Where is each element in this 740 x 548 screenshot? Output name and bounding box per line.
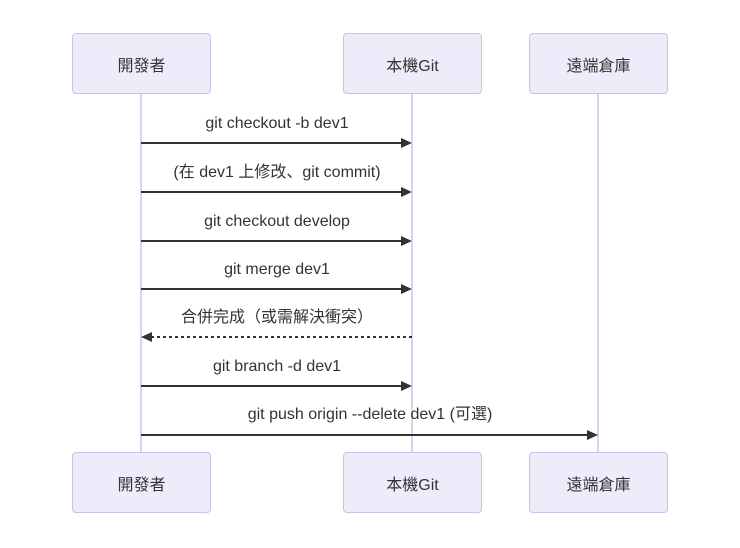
message-arrow-line xyxy=(141,385,403,387)
message-arrow-line xyxy=(141,434,589,436)
arrowhead-icon xyxy=(587,430,598,440)
actor-label: 本機Git xyxy=(386,476,439,494)
actor-label: 開發者 xyxy=(117,476,166,494)
arrowhead-icon xyxy=(401,187,412,197)
message-arrow-line xyxy=(141,240,403,242)
message-label: (在 dev1 上修改、git commit) xyxy=(173,164,381,181)
actor-label: 遠端倉庫 xyxy=(566,57,631,75)
message-label: git merge dev1 xyxy=(224,261,330,278)
arrowhead-icon xyxy=(401,284,412,294)
message-label: git checkout -b dev1 xyxy=(205,115,349,132)
message-return-line xyxy=(151,336,412,338)
actor-box-local-git-top: 本機Git xyxy=(343,33,482,94)
message-label: git push origin --delete dev1 (可選) xyxy=(247,406,493,423)
actor-label: 開發者 xyxy=(117,57,166,75)
actor-label: 遠端倉庫 xyxy=(566,476,631,494)
lifeline-local-git xyxy=(411,94,413,452)
actor-label: 本機Git xyxy=(386,57,439,75)
lifeline-remote-repo xyxy=(597,94,599,452)
message-arrow-line xyxy=(141,191,403,193)
actor-box-remote-repo-top: 遠端倉庫 xyxy=(529,33,668,94)
actor-box-remote-repo-bottom: 遠端倉庫 xyxy=(529,452,668,513)
message-label: 合併完成（或需解決衝突） xyxy=(180,309,373,326)
actor-box-developer-bottom: 開發者 xyxy=(72,452,211,513)
message-arrow-line xyxy=(141,288,403,290)
arrowhead-icon xyxy=(401,138,412,148)
message-label: git branch -d dev1 xyxy=(212,358,342,375)
arrowhead-icon xyxy=(401,381,412,391)
lifeline-developer xyxy=(140,94,142,452)
actor-box-developer-top: 開發者 xyxy=(72,33,211,94)
message-arrow-line xyxy=(141,142,403,144)
arrowhead-icon xyxy=(401,236,412,246)
message-label: git checkout develop xyxy=(204,213,350,230)
arrowhead-icon xyxy=(141,332,152,342)
actor-box-local-git-bottom: 本機Git xyxy=(343,452,482,513)
